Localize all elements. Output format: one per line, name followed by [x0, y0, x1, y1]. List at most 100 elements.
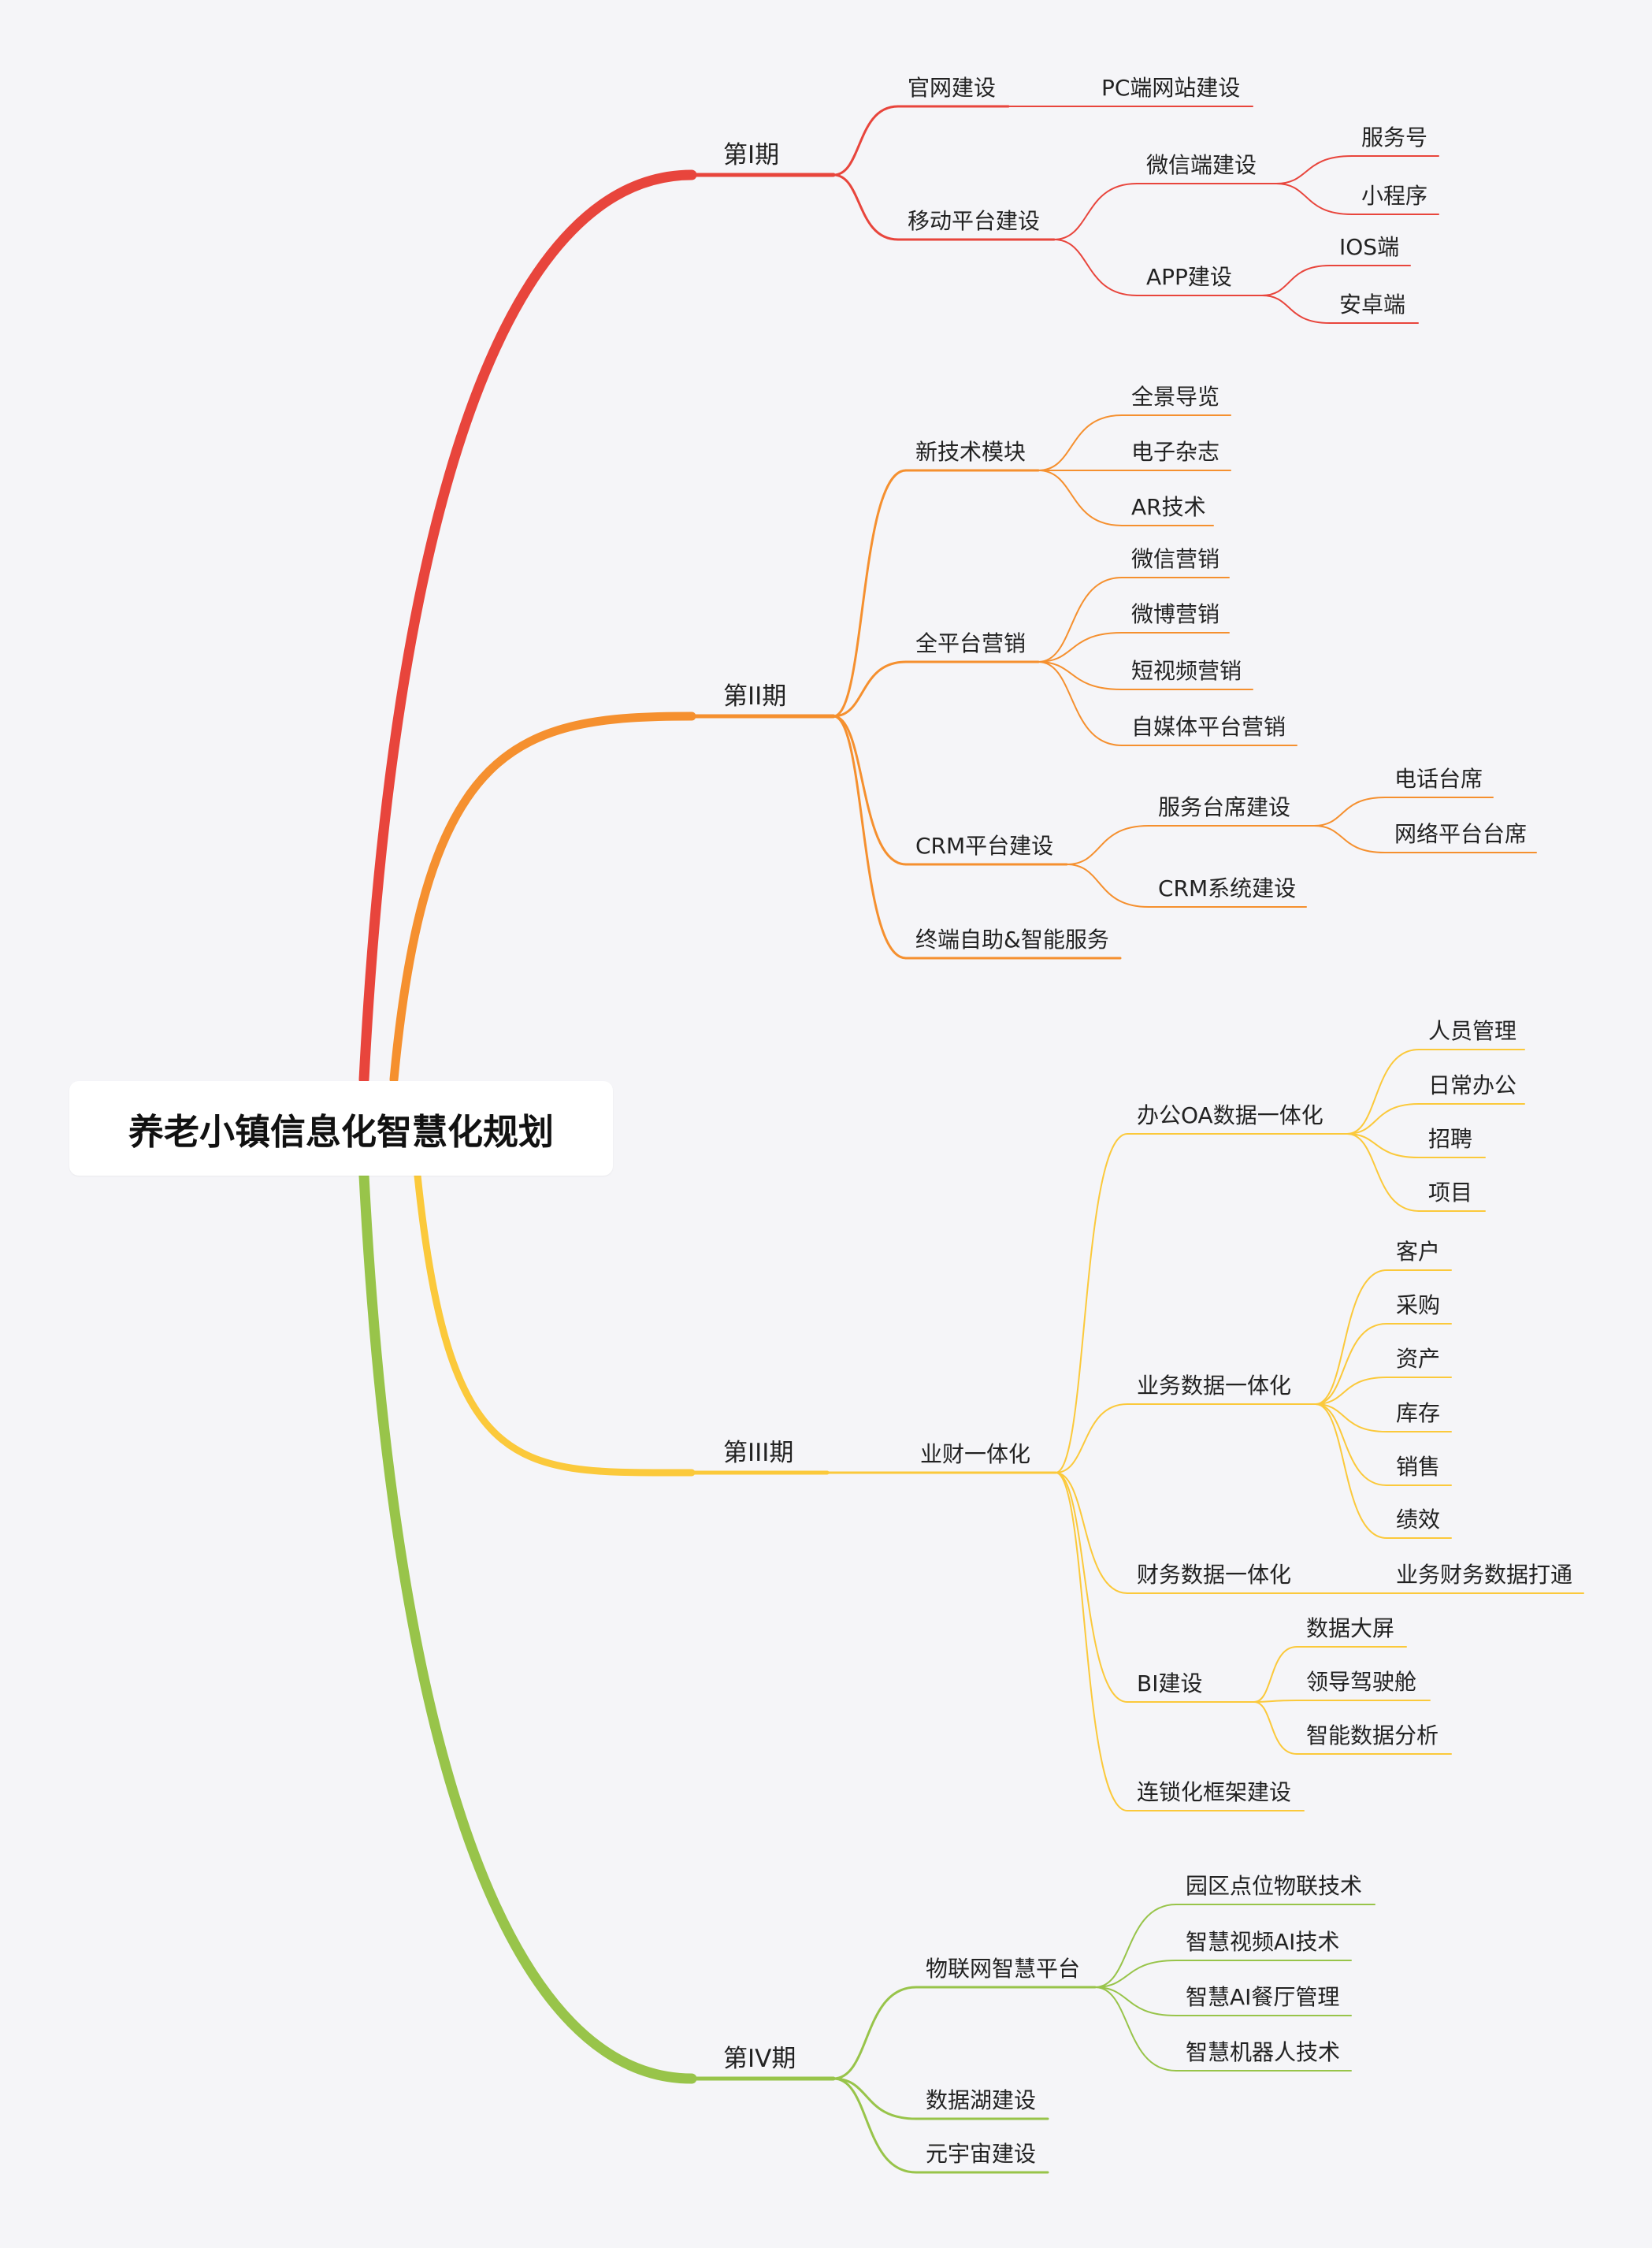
node-2-0-1-5[interactable]: 绩效 [1396, 1507, 1441, 1533]
node-2-0-3-2[interactable]: 智能数据分析 [1306, 1722, 1439, 1748]
connector-1-1-2 [1038, 661, 1123, 690]
node-2-0-1-4[interactable]: 销售 [1396, 1454, 1441, 1480]
node-2-0-3-0[interactable]: 数据大屏 [1306, 1615, 1395, 1641]
node-2-0-1-0[interactable]: 客户 [1396, 1239, 1441, 1265]
node-2-0-1[interactable]: 业务数据一体化 [1137, 1373, 1292, 1399]
connector-0-1 [832, 173, 900, 241]
node-1-0-1[interactable]: 电子杂志 [1131, 439, 1220, 465]
connector-2-0-1-3 [1315, 1403, 1387, 1432]
connector-2-0-0-2 [1346, 1133, 1420, 1158]
connector-1-2-1 [1066, 864, 1149, 908]
connector-0-1-0 [1053, 183, 1138, 240]
node-2-0-1-2[interactable]: 资产 [1396, 1346, 1441, 1372]
node-3-0-3[interactable]: 智慧机器人技术 [1186, 2039, 1341, 2065]
node-0-1-1-0-ios[interactable]: IOS端 [1339, 234, 1400, 260]
node-2-0-2-0[interactable]: 业务财务数据打通 [1396, 1562, 1573, 1588]
node-1-0-2-ar[interactable]: AR技术 [1131, 494, 1206, 520]
node-0-1-1-1[interactable]: 安卓端 [1339, 292, 1406, 318]
node-2-0-3-1[interactable]: 领导驾驶舱 [1306, 1669, 1417, 1695]
node-3-0-0[interactable]: 园区点位物联技术 [1186, 1873, 1363, 1899]
connector-0-1-1-0 [1261, 265, 1331, 296]
connector-1-0 [832, 469, 908, 718]
node-3-0[interactable]: 物联网智慧平台 [926, 1956, 1081, 1982]
connector-1-0-0 [1038, 414, 1123, 471]
node-2-0-1-1[interactable]: 采购 [1396, 1292, 1441, 1318]
node-2-0-2[interactable]: 财务数据一体化 [1137, 1562, 1292, 1588]
node-0-1-0-0[interactable]: 服务号 [1361, 124, 1428, 150]
node-3-0-1-ai[interactable]: 智慧视频AI技术 [1186, 1929, 1340, 1955]
connector-1-1-3 [1038, 661, 1123, 746]
node-1-1-0[interactable]: 微信营销 [1131, 546, 1220, 572]
connector-2-0-0-3 [1346, 1133, 1420, 1212]
node-0-1[interactable]: 移动平台建设 [908, 208, 1041, 234]
connector-2-0-1 [1055, 1403, 1128, 1473]
node-3-iv[interactable]: 第IV期 [723, 2045, 796, 2073]
root-node-title[interactable]: 养老小镇信息化智慧化规划 [69, 1081, 613, 1176]
node-2-iii[interactable]: 第III期 [723, 1439, 794, 1467]
trunk-3 [358, 1170, 697, 2084]
node-1-1-2[interactable]: 短视频营销 [1131, 658, 1242, 684]
node-1-3[interactable]: 终端自助&智能服务 [915, 927, 1109, 953]
connector-0-1-1 [1053, 239, 1138, 296]
connector-3-0-3 [1094, 1986, 1177, 2072]
connector-2-0-0-0 [1346, 1049, 1420, 1135]
node-2-0-1-3[interactable]: 库存 [1396, 1400, 1441, 1426]
connector-2-0-3-1 [1253, 1700, 1297, 1703]
node-1-2-0-0[interactable]: 电话台席 [1394, 766, 1483, 792]
connector-1-2-0 [1066, 825, 1149, 865]
connector-2-0-0-1 [1346, 1103, 1420, 1135]
connector-3-0-1 [1094, 1960, 1177, 1988]
connector-1-0-2 [1038, 470, 1123, 526]
node-0-i[interactable]: 第I期 [723, 141, 780, 169]
connector-2-0-3 [1055, 1472, 1128, 1703]
node-1-2-0[interactable]: 服务台席建设 [1158, 794, 1291, 820]
connector-1-1-0 [1038, 577, 1123, 663]
node-3-0-2-ai[interactable]: 智慧AI餐厅管理 [1186, 1984, 1340, 2010]
node-2-0-0-3[interactable]: 项目 [1428, 1180, 1473, 1206]
node-1-1-1[interactable]: 微博营销 [1131, 601, 1220, 627]
node-2-0-0-oa[interactable]: 办公OA数据一体化 [1137, 1102, 1323, 1128]
node-1-0[interactable]: 新技术模块 [915, 439, 1026, 465]
node-2-0-0-2[interactable]: 招聘 [1428, 1126, 1473, 1152]
node-3-2[interactable]: 元宇宙建设 [926, 2141, 1037, 2167]
connector-2-0-1-5 [1315, 1403, 1387, 1539]
node-0-0-0-pc[interactable]: PC端网站建设 [1101, 75, 1241, 101]
trunk-1 [389, 712, 696, 1084]
node-0-0[interactable]: 官网建设 [908, 75, 997, 101]
node-2-0-0-1[interactable]: 日常办公 [1428, 1072, 1517, 1098]
connector-0-1-1-1 [1261, 295, 1331, 324]
node-0-1-1-app[interactable]: APP建设 [1146, 264, 1232, 290]
trunk-2 [414, 1172, 696, 1477]
connector-3-2 [832, 2077, 918, 2174]
node-0-1-0[interactable]: 微信端建设 [1146, 152, 1257, 178]
connector-2-0-1-0 [1315, 1269, 1387, 1405]
node-1-1[interactable]: 全平台营销 [915, 630, 1026, 656]
connector-2-0-1-4 [1315, 1403, 1387, 1486]
connector-2-0-2 [1055, 1472, 1128, 1594]
node-2-0-4[interactable]: 连锁化框架建设 [1137, 1779, 1292, 1805]
connector-2-0-3-0 [1253, 1646, 1297, 1703]
connector-1-1-1 [1038, 632, 1123, 663]
node-2-0[interactable]: 业财一体化 [920, 1441, 1031, 1467]
node-1-2-0-1[interactable]: 网络平台台席 [1394, 821, 1528, 847]
connector-1-3 [832, 715, 908, 960]
connector-2-0-3-2 [1253, 1701, 1297, 1755]
connector-3-0-2 [1094, 1986, 1177, 2016]
node-0-1-0-1[interactable]: 小程序 [1361, 183, 1428, 209]
connector-3-0-0 [1094, 1904, 1177, 1988]
node-1-ii[interactable]: 第II期 [723, 682, 787, 711]
connector-2-0-0 [1055, 1133, 1128, 1473]
connector-2-0-1-1 [1315, 1323, 1387, 1405]
node-1-2-1-crm[interactable]: CRM系统建设 [1158, 875, 1297, 901]
node-3-1[interactable]: 数据湖建设 [926, 2087, 1037, 2113]
connector-2-0-1-2 [1315, 1377, 1387, 1405]
node-1-0-0[interactable]: 全景导览 [1131, 384, 1220, 410]
node-1-1-3[interactable]: 自媒体平台营销 [1131, 714, 1286, 740]
connector-0-1-0-1 [1275, 183, 1353, 215]
node-2-0-0-0[interactable]: 人员管理 [1428, 1018, 1517, 1044]
node-2-0-3-bi[interactable]: BI建设 [1137, 1670, 1203, 1696]
connector-1-2-0-0 [1313, 797, 1386, 827]
node-1-2-crm[interactable]: CRM平台建设 [915, 833, 1054, 859]
connector-3-0 [832, 1986, 918, 2080]
